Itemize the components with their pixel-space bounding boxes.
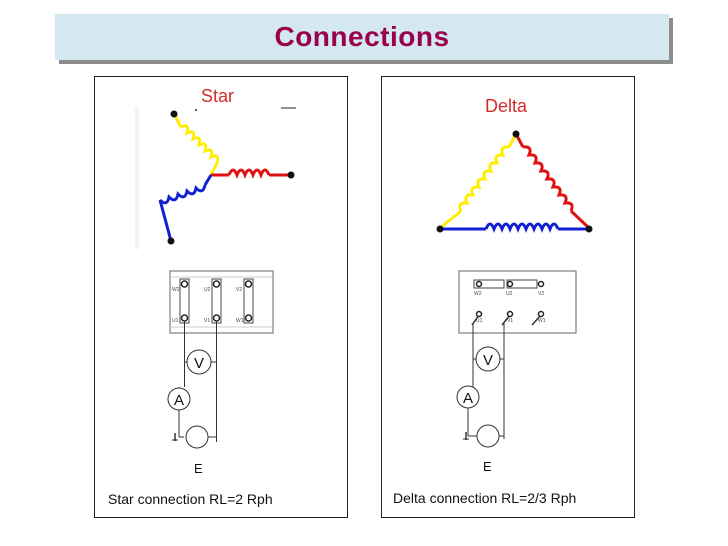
delta-source-label: E [483,459,492,474]
star-coil-v [211,168,295,180]
star-panel: Star [94,76,348,518]
star-caption: Star connection RL=2 Rph [108,491,273,507]
star-terminal-v2: V2 [236,287,242,293]
delta-coil-u [439,133,518,230]
delta-panel: Delta [381,76,635,518]
delta-terminal-w2: W2 [474,291,482,297]
delta-coil-v [514,133,591,230]
star-voltmeter: V [184,349,217,375]
delta-terminal-u1: U1 [476,318,483,324]
star-coil-u [170,110,220,176]
delta-voltmeter-label: V [483,352,493,369]
delta-diagram: W2 U2 V2 U1 V1 W1 V [436,130,593,448]
delta-voltmeter: V [473,346,504,372]
delta-terminal-w1: W1 [538,318,546,324]
star-terminal-w2: W2 [172,287,180,293]
star-terminal-u2: U2 [204,287,211,293]
star-ammeter-label: A [174,392,184,409]
delta-caption: Delta connection RL=2/3 Rph [393,490,577,506]
delta-label: Delta [485,96,528,116]
star-terminal-v1: V1 [204,318,210,324]
star-test-circuit [178,321,217,442]
star-voltmeter-label: V [194,355,204,372]
delta-ammeter-label: A [463,390,473,407]
delta-coil-w [440,222,589,234]
star-diagram: W2 U2 V2 U1 V1 W1 V A [135,107,296,449]
delta-terminal-board: W2 U2 V2 U1 V1 W1 [458,270,577,334]
title-bar: Connections [55,14,669,60]
delta-terminal-v2: V2 [538,291,544,297]
delta-test-circuit [467,323,505,439]
star-source [172,425,209,449]
star-terminal-board: W2 U2 V2 U1 V1 W1 [169,270,274,334]
delta-source [463,424,500,448]
star-terminal-u1: U1 [172,318,179,324]
star-coil-w [158,174,213,245]
delta-terminal-u2: U2 [506,291,513,297]
delta-ammeter: A [456,385,480,409]
star-label: Star [201,86,235,106]
star-source-label: E [194,461,203,476]
delta-terminal-v1: V1 [507,318,513,324]
page-title: Connections [274,21,450,52]
star-terminal-w1: W1 [236,318,244,324]
star-ammeter: A [167,387,191,411]
